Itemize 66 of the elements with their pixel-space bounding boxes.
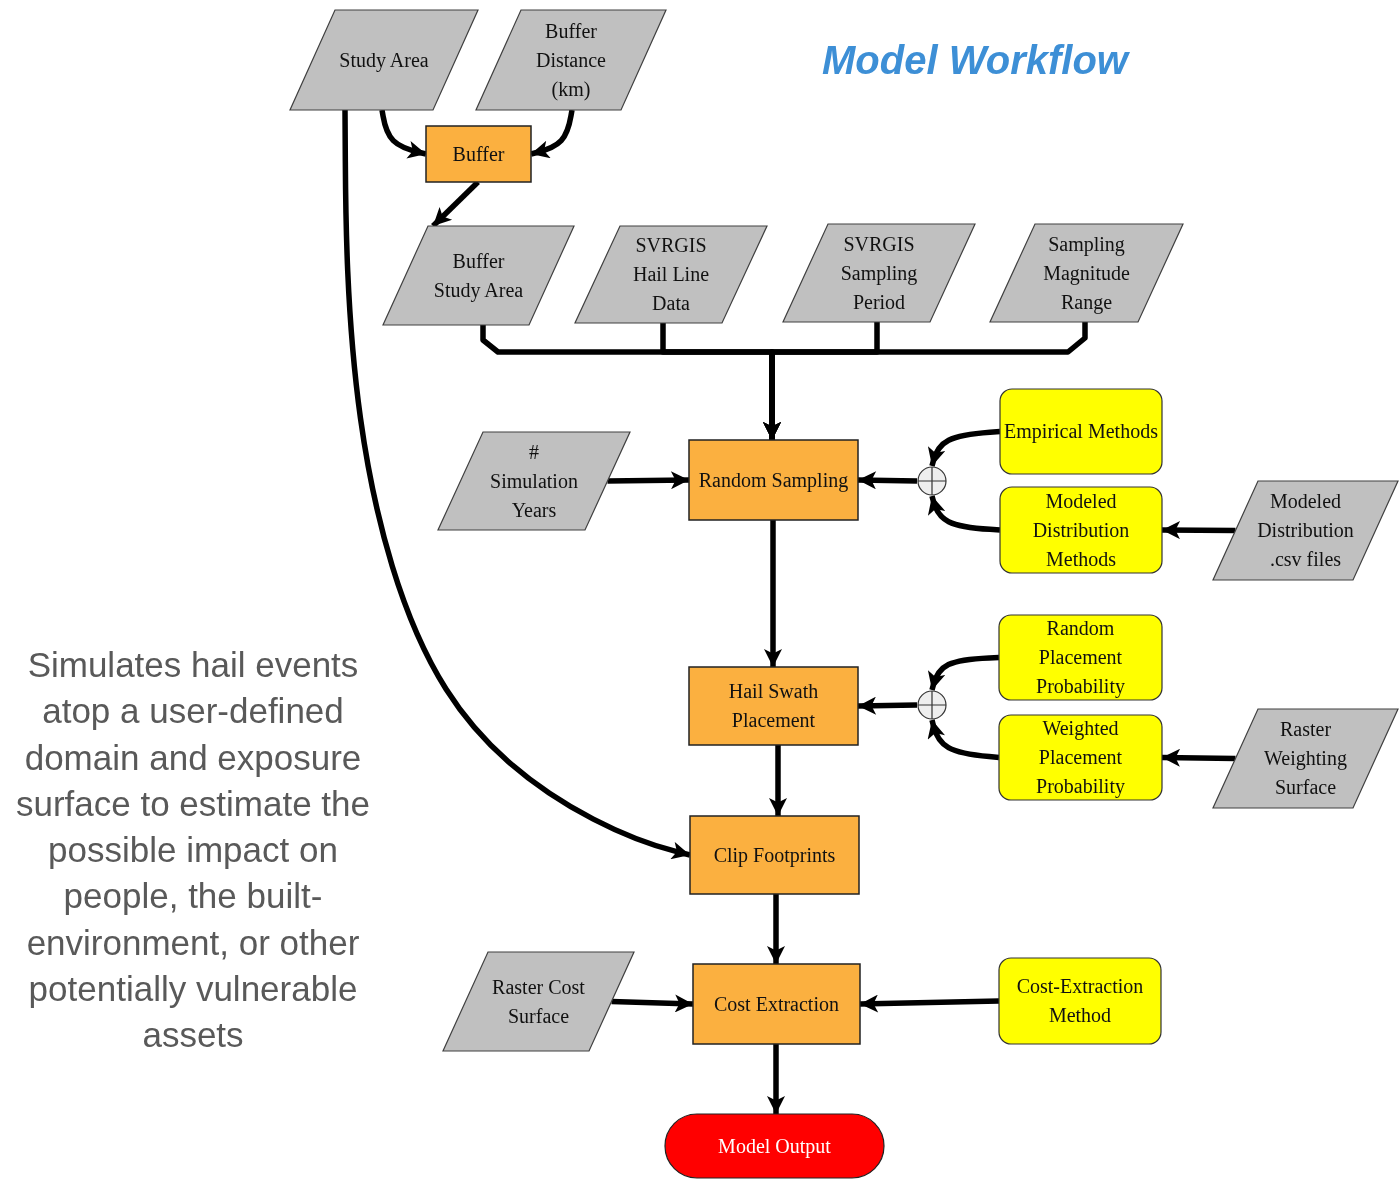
node-label: Buffer Distance (km) [535,18,607,103]
arrow [379,109,427,159]
arrow [927,719,1000,761]
arrow [530,109,575,159]
data-input-parallelogram [783,224,975,322]
arrow [764,520,782,667]
node-label: # Simulation Years [489,439,579,523]
data-input-parallelogram [990,224,1183,322]
method-box [1000,389,1162,474]
diagram-title: Model Workflow [821,38,1131,83]
node-label: SVRGIS Hail Line Data [631,233,711,316]
arrow [857,471,918,490]
node-label: Weighted Placement Probability [1035,716,1126,800]
arrow [1162,521,1236,540]
process-box [689,667,858,745]
node-label: Random Placement Probability [1035,616,1126,700]
process-box [689,440,858,520]
description-text: Simulates hail events atop a user-defined domain and exposure surface to estimate the possible impact on people, the built-environment, or other potentially vulnerable assets [14,644,372,1057]
arrow [763,322,1088,440]
node-label: Empirical Methods [1004,419,1158,445]
arrow [857,696,918,715]
arrow [607,471,690,490]
arrow [927,428,1001,467]
arrow [767,1044,785,1114]
node-label: Study Area [339,47,429,74]
data-input-parallelogram [438,432,630,530]
node-label: Modeled Distribution Methods [1031,488,1131,572]
node-label: Raster Weighting Surface [1263,717,1348,800]
arrow [1161,748,1236,767]
node-label: Buffer [452,141,505,167]
node-label: Sampling Magnitude Range [1042,231,1131,316]
data-input-parallelogram [1213,709,1398,808]
data-input-parallelogram [1213,481,1398,580]
method-box [999,615,1162,700]
data-input-parallelogram [575,226,767,323]
node-label: Model Output [718,1133,831,1160]
data-input-parallelogram [476,10,666,110]
node-label: Buffer Study Area [432,248,525,304]
arrow [611,994,694,1013]
data-input-parallelogram [443,952,634,1051]
process-box [426,126,531,182]
arrow [767,894,785,964]
output-terminal [665,1114,884,1178]
arrow [342,110,691,860]
node-label: Raster Cost Surface [492,974,585,1029]
process-box [690,816,859,894]
node-label: SVRGIS Sampling Period [839,231,919,315]
arrow [927,495,1001,533]
data-input-parallelogram [290,10,478,110]
node-label: Hail Swath Placement [727,679,820,733]
method-box [999,715,1162,800]
arrow [431,180,480,228]
junction-circle [917,690,947,720]
method-box [1000,487,1162,573]
junction-circle [917,466,947,496]
node-label: Clip Footprints [713,842,836,869]
data-input-parallelogram [383,226,574,325]
method-box [999,958,1161,1044]
node-label: Cost-Extraction Method [1015,974,1145,1028]
process-box [693,964,860,1044]
node-label: Cost Extraction [714,991,839,1017]
arrow [859,994,1000,1013]
arrow [769,745,787,816]
arrow [927,654,1000,691]
node-label: Modeled Distribution .csv files [1257,489,1354,572]
node-label: Random Sampling [698,467,849,494]
